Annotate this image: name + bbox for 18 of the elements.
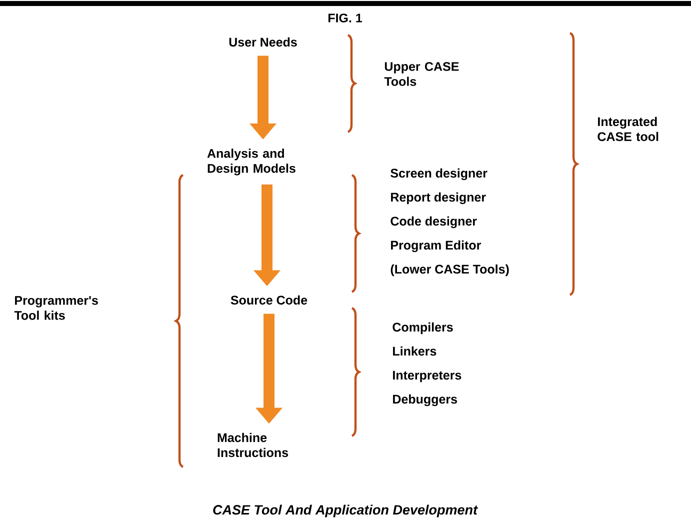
tool-label: Compilers <box>392 322 453 334</box>
caption: CASE Tool And Application Development <box>213 504 478 518</box>
stage-label: User Needs <box>229 37 297 47</box>
stage-label: Machine Instructions <box>218 432 288 458</box>
tool-label: Integrated CASE tool <box>598 116 658 142</box>
tool-label: Linkers <box>393 346 436 356</box>
tool-label: Interpreters <box>393 370 462 382</box>
tool-label: (Lower CASE Tools) <box>390 264 509 276</box>
tool-label: Debuggers <box>393 394 457 406</box>
tool-label: Code designer <box>390 216 477 228</box>
stage-label: Source Code <box>230 295 308 305</box>
tool-label: Report designer <box>391 192 486 204</box>
tool-label: Upper CASE Tools <box>384 62 459 86</box>
tool-label: Program Editor <box>391 240 481 252</box>
tool-label: Screen designer <box>390 168 488 180</box>
stage-label: Analysis and Design Models <box>207 148 296 176</box>
tool-label: Programmer's Tool kits <box>14 296 98 320</box>
figure-title: FIG. 1 <box>328 14 362 22</box>
